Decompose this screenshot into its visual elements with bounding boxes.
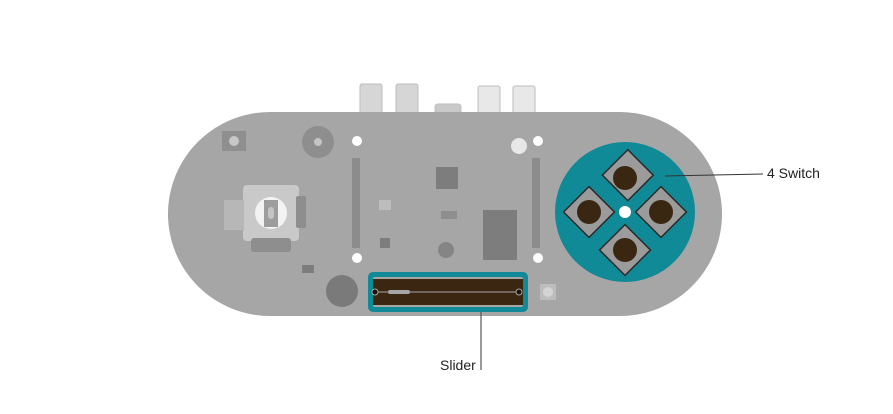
joystick — [224, 185, 306, 252]
four-switch-pad — [555, 142, 695, 282]
four-switch-leader-line — [664, 173, 764, 177]
microphone — [326, 275, 358, 307]
top-connectors — [359, 83, 536, 127]
slider-component — [368, 272, 528, 312]
four-switch-label: 4 Switch — [767, 165, 820, 181]
slider-label: Slider — [440, 357, 476, 373]
